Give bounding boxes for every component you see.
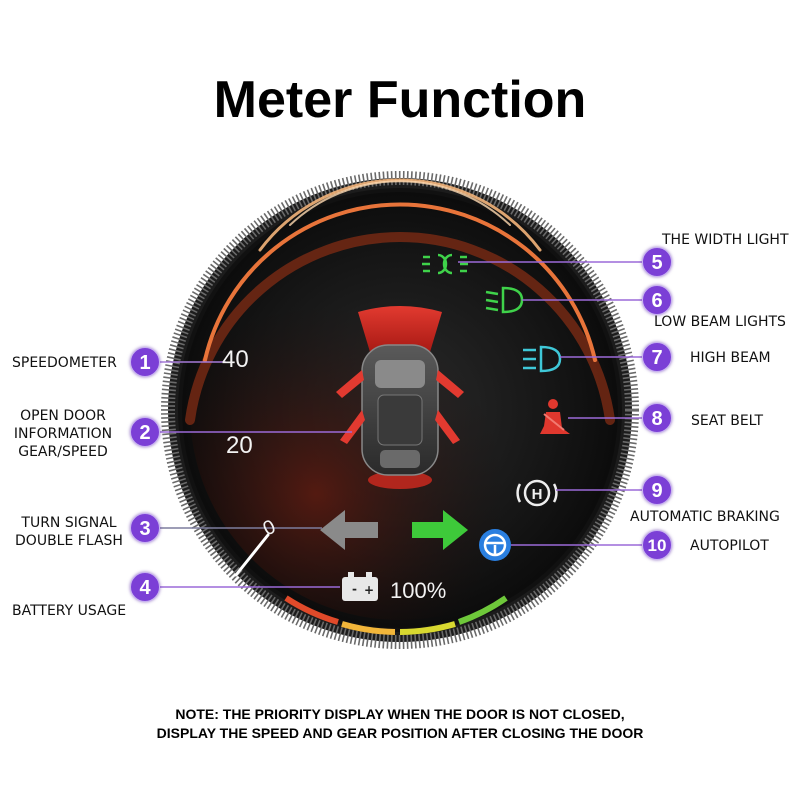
auto-hold-icon: H [516, 479, 558, 507]
label-seat-belt: SEAT BELT [691, 413, 764, 429]
speed-mark-20: 20 [226, 432, 253, 459]
svg-text:H: H [532, 486, 543, 503]
label-open-door-line-1: OPEN DOOR [20, 408, 106, 424]
label-turn-signal-line-2: DOUBLE FLASH [15, 533, 123, 549]
callout-badge-6: 6 [642, 285, 672, 315]
label-speedometer: SPEEDOMETER [12, 355, 117, 371]
label-width-light: THE WIDTH LIGHT [662, 232, 789, 248]
label-high-beam: HIGH BEAM [690, 350, 771, 366]
page-title: Meter Function [213, 71, 587, 129]
callout-badge-3: 3 [130, 513, 160, 543]
label-autopilot: AUTOPILOT [690, 538, 769, 554]
car-doors-open-icon [336, 306, 464, 489]
callout-badge-7: 7 [642, 342, 672, 372]
svg-text:-: - [352, 582, 357, 596]
label-turn-signal-line-1: TURN SIGNAL [21, 515, 117, 531]
callout-badge-1: 1 [130, 347, 160, 377]
speed-mark-40: 40 [222, 346, 249, 373]
footnote-line-1: NOTE: THE PRIORITY DISPLAY WHEN THE DOOR… [175, 706, 625, 722]
seat-belt-icon [540, 399, 570, 434]
steering-wheel-icon [479, 529, 511, 561]
right-arrow-icon [412, 510, 468, 550]
callout-badge-9: 9 [642, 475, 672, 505]
speed-needle [234, 533, 270, 577]
battery-level-bar [284, 595, 508, 635]
callout-badge-4: 4 [130, 572, 160, 602]
callout-badge-8: 8 [642, 403, 672, 433]
high-beam-icon [523, 345, 562, 373]
callout-badge-2: 2 [130, 417, 160, 447]
label-open-door: OPEN DOOR INFORMATION GEAR/SPEED [4, 407, 122, 461]
leader-lines [160, 261, 642, 588]
width-light-icon [422, 253, 468, 275]
label-battery-usage: BATTERY USAGE [12, 603, 127, 619]
footnote: NOTE: THE PRIORITY DISPLAY WHEN THE DOOR… [0, 705, 800, 743]
label-open-door-line-3: GEAR/SPEED [18, 444, 108, 460]
label-low-beam: LOW BEAM LIGHTS [654, 314, 786, 330]
label-automatic-braking: AUTOMATIC BRAKING [630, 509, 780, 525]
label-turn-signal: TURN SIGNAL DOUBLE FLASH [6, 514, 132, 550]
callout-badge-10: 10 [642, 530, 672, 560]
battery-percentage: 100% [390, 578, 447, 603]
callout-badge-5: 5 [642, 247, 672, 277]
label-open-door-line-2: INFORMATION [13, 426, 113, 442]
footnote-line-2: DISPLAY THE SPEED AND GEAR POSITION AFTE… [156, 725, 644, 741]
gauge-glow-arc [185, 178, 615, 425]
svg-text:+: + [364, 583, 374, 597]
battery-icon: - + [342, 572, 378, 601]
left-arrow-icon [320, 510, 378, 550]
